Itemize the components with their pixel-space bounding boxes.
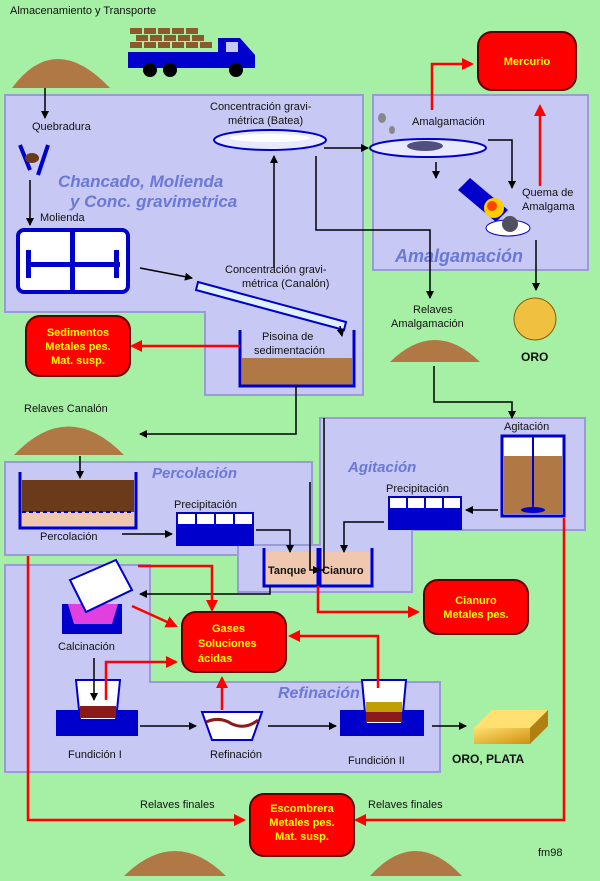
- burner-icon: [458, 178, 531, 237]
- settling-pond-icon: [238, 330, 356, 388]
- label-quema-2: Amalgama: [522, 201, 575, 213]
- black-flow-arrows: [26, 88, 540, 730]
- label-fundicion-1: Fundición I: [68, 749, 122, 761]
- label-quebradura: Quebradura: [32, 121, 92, 133]
- mercurio-box: Mercurio: [477, 31, 577, 91]
- precipitation-box-right: [388, 496, 462, 530]
- sedimentos-box: Sedimentos Metales pes. Mat. susp.: [25, 315, 131, 377]
- label-signature: fm98: [538, 847, 562, 859]
- cianuro-box-line-2: Metales pes.: [443, 609, 508, 621]
- sedimentos-line-1: Sedimentos: [47, 327, 109, 339]
- label-relaves-canalon: Relaves Canalón: [24, 403, 108, 415]
- label-oro-plata: ORO, PLATA: [452, 752, 525, 766]
- section-title-refinacion: Refinación: [278, 685, 360, 702]
- fundicion-1-icon: [56, 679, 138, 736]
- relaves-canalon-pile: [14, 426, 124, 455]
- cianuro-tank-icon: [318, 548, 374, 588]
- batea-pan-icon: [213, 129, 327, 151]
- escombrera-line-1: Escombrera: [270, 803, 334, 815]
- label-relaves-amalg-1: Relaves: [413, 304, 453, 316]
- section-title-chancado-1: Chancado, Molienda: [58, 172, 223, 191]
- sedimentos-line-2: Metales pes.: [45, 341, 110, 353]
- label-molienda: Molienda: [40, 212, 86, 224]
- label-relaves-finales-left: Relaves finales: [140, 799, 215, 811]
- panel-amalgamacion: [372, 94, 589, 271]
- ore-pile-top: [12, 59, 110, 88]
- gases-line-1: Gases: [212, 623, 245, 635]
- section-title-chancado-2: y Conc. gravimetrica: [69, 192, 237, 211]
- label-almacenamiento: Almacenamiento y Transporte: [10, 5, 156, 17]
- label-relaves-amalg-2: Amalgamación: [391, 318, 464, 330]
- label-piscina-2: sedimentación: [254, 345, 325, 357]
- crusher-icon: [18, 144, 50, 176]
- truck-icon: [128, 28, 255, 77]
- label-conc-batea-2: métrica (Batea): [228, 115, 303, 127]
- label-oro: ORO: [521, 350, 548, 364]
- label-relaves-finales-right: Relaves finales: [368, 799, 443, 811]
- cianuro-box-line-1: Cianuro: [455, 595, 497, 607]
- section-title-agitacion: Agitación: [347, 459, 416, 476]
- percolation-vat-icon: [18, 472, 138, 530]
- mercurio-line-1: Mercurio: [504, 56, 551, 68]
- section-title-percolacion: Percolación: [152, 465, 237, 482]
- gases-line-2: Soluciones: [198, 638, 257, 650]
- escombrera-line-2: Metales pes.: [269, 817, 334, 829]
- agitation-tank-icon: [500, 434, 566, 518]
- gold-bar-icon: [474, 710, 548, 744]
- label-agitacion-step: Agitación: [504, 421, 549, 433]
- escombrera-line-3: Mat. susp.: [275, 831, 329, 843]
- label-conc-canalon-1: Concentración gravi-: [225, 264, 327, 276]
- label-fundicion-2: Fundición II: [348, 755, 405, 767]
- label-amalgamacion-step: Amalgamación: [412, 116, 485, 128]
- label-piscina-1: Pisoina de: [262, 331, 313, 343]
- final-pile-left: [124, 851, 226, 876]
- label-conc-canalon-2: métrica (Canalón): [242, 278, 329, 290]
- precipitation-box-left: [176, 512, 254, 546]
- cianuro-box: Cianuro Metales pes.: [423, 579, 529, 635]
- label-precipitacion-left: Precipitación: [174, 499, 237, 511]
- gases-box: Gases Soluciones ácidas: [181, 611, 287, 673]
- label-precipitacion-right: Precipitación: [386, 483, 449, 495]
- label-percolacion-step: Percolación: [40, 531, 97, 543]
- gases-line-3: ácidas: [198, 653, 232, 665]
- label-tanque: Tanque: [268, 565, 306, 577]
- gold-nugget-icon: [513, 297, 557, 341]
- mill-icon: [16, 228, 130, 294]
- refinacion-vessel-icon: [200, 711, 264, 741]
- label-refinacion-step: Refinación: [210, 749, 262, 761]
- final-pile-right: [370, 851, 462, 876]
- label-quema-1: Quema de: [522, 187, 573, 199]
- sedimentos-line-3: Mat. susp.: [51, 355, 105, 367]
- amalgamation-pan-icon: [369, 113, 487, 158]
- label-conc-batea-1: Concentración gravi-: [210, 101, 312, 113]
- calcination-icon: [62, 558, 134, 634]
- relaves-amalg-pile: [390, 340, 480, 362]
- label-calcinacion: Calcinación: [58, 641, 115, 653]
- label-cianuro: Cianuro: [322, 565, 364, 577]
- red-flow-arrows: [26, 58, 566, 826]
- escombrera-box: Escombrera Metales pes. Mat. susp.: [249, 793, 355, 857]
- fundicion-2-icon: [340, 679, 424, 736]
- section-title-amalgamacion: Amalgamación: [394, 246, 523, 266]
